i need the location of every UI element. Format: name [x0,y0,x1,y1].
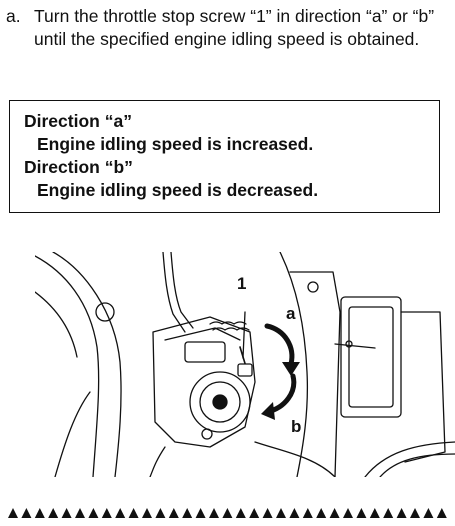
divider-triangle [101,508,112,518]
divider-triangle [410,508,420,518]
divider-triangle [289,508,300,518]
divider-triangle [115,508,126,518]
divider-triangle [369,508,380,518]
divider-triangle [88,508,99,518]
divider-triangle [249,508,260,518]
callout-direction-a: a [286,304,296,323]
divider-triangle [48,508,59,518]
divider-triangle [128,508,139,518]
divider-triangle [61,508,72,518]
divider-triangle [396,508,407,518]
direction-note-box: Direction “a” Engine idling speed is inc… [9,100,440,213]
divider-triangle [195,508,206,518]
divider-triangle [235,508,246,518]
divider-triangle [75,508,85,518]
divider-triangle [356,508,367,518]
divider-triangle [34,508,45,518]
direction-a-heading: Direction “a” [24,111,132,131]
divider-triangle [155,508,166,518]
divider-triangle [168,508,179,518]
divider-triangle [316,508,327,518]
step-text: Turn the throttle stop screw “1” in dire… [34,6,435,49]
throttle-illustration [35,252,455,477]
direction-a-text: Engine idling speed is increased. [37,134,314,154]
divider-triangle [343,508,353,518]
divider-triangle [329,508,340,518]
triangle-divider [0,503,455,521]
divider-triangle [423,508,434,518]
divider-triangle [21,508,32,518]
divider-triangle [182,508,193,518]
divider-triangle [262,508,273,518]
divider-triangle [209,508,219,518]
divider-triangle [436,508,447,518]
divider-triangle [222,508,233,518]
divider-triangle [383,508,394,518]
divider-triangle [8,508,18,518]
direction-b-text: Engine idling speed is decreased. [37,180,319,200]
step-marker: a. [6,6,21,26]
divider-triangle [142,508,152,518]
divider-triangle [302,508,313,518]
callout-screw-1: 1 [237,274,247,293]
direction-b-heading: Direction “b” [24,157,133,177]
divider-triangle [276,508,286,518]
callout-direction-b: b [291,417,302,436]
